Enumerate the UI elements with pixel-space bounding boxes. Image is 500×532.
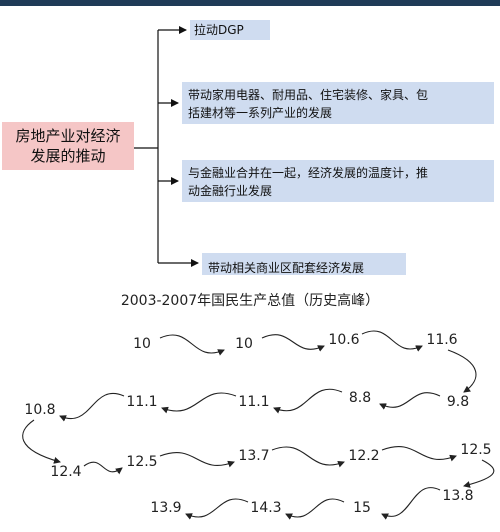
branch-3-line2: 动金融行业发展 [188,184,273,198]
gdp-value: 11.1 [126,394,157,410]
branch-3-line1: 与金融业合并在一起，经济发展的温度计，推 [188,166,429,180]
gdp-value: 9.8 [447,394,469,410]
branch-2-line1: 带动家用电器、耐用品、住宅装修、家具、包 [188,88,429,102]
gdp-value: 10.8 [24,402,55,418]
sequence-arrow [161,392,237,414]
gdp-value: 14.3 [250,500,281,516]
gdp-value: 13.9 [150,500,181,516]
sequence-arrow [271,446,345,468]
gdp-value: 15 [353,500,371,516]
top-bar [0,0,500,6]
sequence-arrow [361,330,423,352]
sequence-arrow [285,498,345,520]
sequence-arrow [463,459,495,488]
sequence-arrow [273,388,343,414]
sequence-arrow [379,392,441,410]
gdp-value: 10.6 [328,332,359,348]
sequence-arrow [22,419,61,464]
gdp-value: 10 [133,336,151,352]
gdp-value: 10 [235,336,253,352]
sequence-arrow [83,461,123,475]
gdp-value: 11.1 [238,394,269,410]
sequence-arrow [159,451,235,468]
gdp-value: 12.2 [348,448,379,464]
root-title-line2: 发展的推动 [30,147,106,165]
branch-finance: 与金融业合并在一起，经济发展的温度计，推 动金融行业发展 [182,160,494,202]
sequence-arrow [185,498,249,520]
sequence-arrow [159,334,225,356]
gdp-value: 8.8 [349,390,371,406]
chart-title: 2003-2007年国民生产总值（历史高峰） [120,293,380,309]
branch-gdp: 拉动DGP [190,20,270,40]
sequence-arrow [261,334,325,352]
branch-related-industries: 带动家用电器、耐用品、住宅装修、家具、包 括建材等一系列产业的发展 [182,82,494,124]
sequence-arrow [381,445,457,462]
gdp-value: 12.5 [126,454,157,470]
branch-commercial: 带动相关商业区配套经济发展 [202,253,406,275]
gdp-value: 11.6 [426,332,457,348]
tree-connectors [134,26,199,267]
sequence-arrow [447,349,477,393]
gdp-value: 13.8 [442,488,473,504]
branch-2-line2: 括建材等一系列产业的发展 [188,106,333,120]
sequence-arrow [59,393,125,422]
root-node: 房地产业对经济 发展的推动 [2,122,134,170]
sequence-arrow [381,487,441,520]
gdp-value: 12.4 [50,464,81,480]
root-title-line1: 房地产业对经济 [15,127,121,145]
gdp-value: 12.5 [460,442,491,458]
gdp-value: 13.7 [238,448,269,464]
